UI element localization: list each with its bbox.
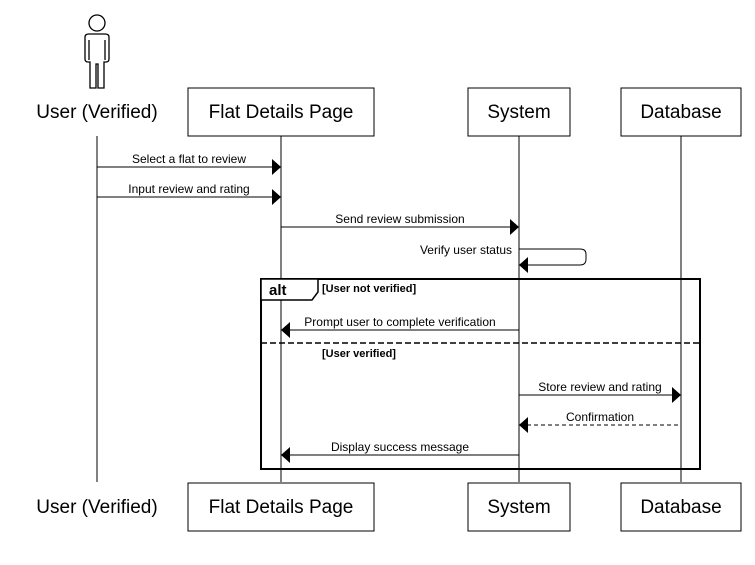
participant-flat-details-top: Flat Details Page bbox=[187, 87, 375, 137]
participant-label: Database bbox=[640, 497, 721, 518]
message-label: Send review submission bbox=[335, 212, 464, 226]
message-confirmation: Confirmation bbox=[519, 410, 681, 433]
guard-user-verified: [User verified] bbox=[322, 348, 396, 360]
participant-label: Flat Details Page bbox=[209, 102, 354, 123]
message-store-review: Store review and rating bbox=[519, 380, 681, 403]
message-label: Verify user status bbox=[420, 243, 512, 257]
participant-user-top: User (Verified) bbox=[36, 102, 157, 123]
message-label: Display success message bbox=[331, 440, 469, 454]
message-label: Select a flat to review bbox=[132, 152, 246, 166]
participant-system-bottom: System bbox=[467, 482, 571, 532]
message-verify-user-status: Verify user status bbox=[420, 243, 587, 273]
message-label: Input review and rating bbox=[128, 182, 249, 196]
participant-database-top: Database bbox=[620, 87, 742, 137]
participant-flat-details-bottom: Flat Details Page bbox=[187, 482, 375, 532]
participant-label: System bbox=[487, 102, 550, 123]
message-send-submission: Send review submission bbox=[281, 212, 519, 235]
participant-database-bottom: Database bbox=[620, 482, 742, 532]
participant-label: System bbox=[487, 497, 550, 518]
alt-keyword: alt bbox=[269, 282, 287, 299]
alt-fragment: alt [User not verified] [User verified] bbox=[260, 278, 701, 470]
message-label: Prompt user to complete verification bbox=[304, 315, 495, 329]
message-select-flat: Select a flat to review bbox=[97, 152, 281, 175]
message-input-review: Input review and rating bbox=[97, 182, 281, 205]
message-prompt-verification: Prompt user to complete verification bbox=[281, 315, 519, 338]
participant-label: Flat Details Page bbox=[209, 497, 354, 518]
message-label: Confirmation bbox=[566, 410, 634, 424]
message-display-success: Display success message bbox=[281, 440, 519, 463]
participant-system-top: System bbox=[467, 87, 571, 137]
user-actor-icon bbox=[84, 14, 110, 89]
participant-label: Database bbox=[640, 102, 721, 123]
guard-user-not-verified: [User not verified] bbox=[322, 283, 416, 295]
participant-user-bottom: User (Verified) bbox=[36, 497, 157, 518]
message-label: Store review and rating bbox=[538, 380, 661, 394]
